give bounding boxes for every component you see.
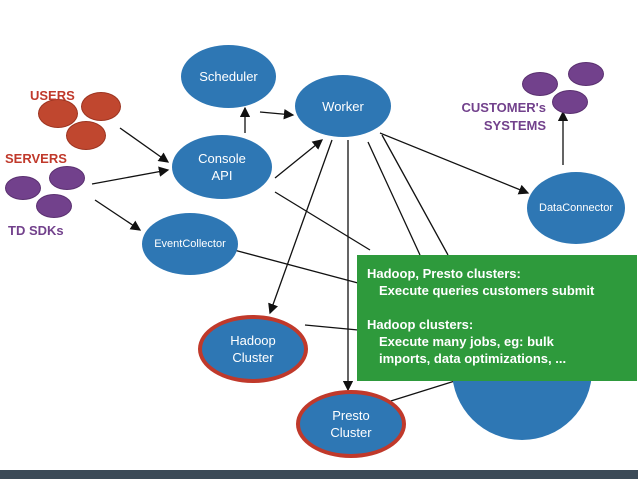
edge-hadoop-storage	[304, 324, 359, 331]
presto-cluster-line: Presto	[332, 408, 370, 423]
edge-worker-hadoop	[268, 139, 333, 315]
sdk-dot	[49, 166, 85, 190]
customer-systems-line: CUSTOMER's	[461, 100, 546, 115]
sdk-dot	[36, 194, 72, 218]
worker-label: Worker	[322, 98, 364, 114]
edge-worker-storage-b	[381, 134, 449, 256]
callout-heading: Hadoop, Presto clusters:	[367, 266, 521, 281]
hadoop-cluster-line: Cluster	[232, 350, 274, 365]
edge-servers-console	[91, 166, 170, 185]
user-dot	[66, 121, 106, 150]
presto-cluster-line: Cluster	[330, 425, 372, 440]
event-collector-node: EventCollector	[142, 213, 238, 275]
scheduler-node: Scheduler	[181, 45, 276, 108]
callout-spacer	[367, 299, 627, 316]
callout-text: Execute queries customers submit	[379, 283, 595, 298]
callout-box: Hadoop, Presto clusters: Execute queries…	[357, 255, 637, 381]
scheduler-label: Scheduler	[199, 69, 258, 84]
edge-worker-storage-a	[367, 141, 421, 256]
user-dot	[38, 99, 78, 128]
user-dot	[81, 92, 121, 121]
callout-text: imports, data optimizations, ...	[379, 351, 567, 366]
footer-bar	[0, 470, 638, 479]
customer-system-dot	[552, 90, 588, 114]
console-api-line: Console	[198, 151, 246, 166]
sdk-dot	[5, 176, 41, 200]
edge-users-console	[119, 127, 170, 163]
users-label: USERS	[30, 88, 75, 103]
edge-console-worker	[274, 139, 324, 179]
console-api-node: Console API	[172, 135, 272, 199]
customer-systems-label: CUSTOMER's SYSTEMS	[458, 99, 546, 135]
customer-system-dot	[568, 62, 604, 86]
customer-system-dot	[522, 72, 558, 96]
data-connector-node: DataConnector	[527, 172, 625, 244]
hadoop-cluster-node: Hadoop Cluster	[198, 315, 308, 383]
td-sdks-label: TD SDKs	[8, 223, 64, 238]
edge-worker-dataconnector	[379, 132, 530, 195]
worker-node: Worker	[295, 75, 391, 137]
servers-label: SERVERS	[5, 151, 67, 166]
edge-console-storage	[274, 191, 371, 251]
callout-text: Execute many jobs, eg: bulk	[379, 334, 554, 349]
edge-sdks-eventcollector	[94, 199, 142, 231]
presto-cluster-node: Presto Cluster	[296, 390, 406, 458]
console-api-line: API	[211, 168, 233, 183]
callout-heading: Hadoop clusters:	[367, 317, 474, 332]
event-collector-label: EventCollector	[154, 238, 226, 250]
edge-eventcollector-storage	[233, 249, 359, 284]
edge-scheduler-worker	[259, 108, 295, 120]
data-connector-label: DataConnector	[539, 202, 613, 214]
hadoop-cluster-line: Hadoop	[230, 333, 276, 348]
customer-systems-line: SYSTEMS	[483, 118, 546, 133]
